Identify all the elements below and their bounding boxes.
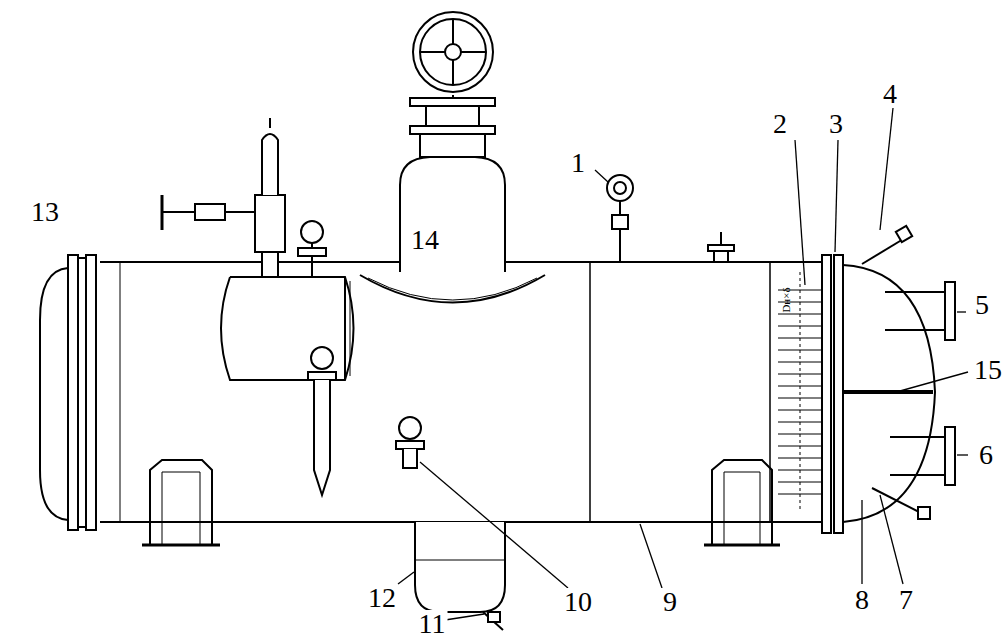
dome [360,12,545,303]
callout-number: 9 [661,588,679,616]
callout-number: 8 [853,586,871,614]
tube-bundle [778,272,822,512]
callout-number: 5 [973,291,991,319]
callout-number: 14 [409,226,441,254]
leader-lines [398,108,968,620]
callout-number: 10 [562,588,594,616]
callout-number: 3 [827,110,845,138]
callout-number: 11 [417,610,448,638]
callout-number: 2 [771,110,789,138]
callout-number: 1 [569,149,587,177]
callout-number: 6 [977,441,995,469]
valves [396,175,734,468]
callout-number: 15 [972,356,1004,384]
callout-number: 7 [897,586,915,614]
dimension-label: Dн×δ [781,285,792,314]
saddles [142,460,780,545]
right-head [822,226,955,533]
shell [100,262,822,522]
callout-number: 13 [29,198,61,226]
left-head [40,255,96,530]
callout-number: 4 [881,80,899,108]
callout-number: 12 [366,584,398,612]
small-vessel [162,118,354,495]
